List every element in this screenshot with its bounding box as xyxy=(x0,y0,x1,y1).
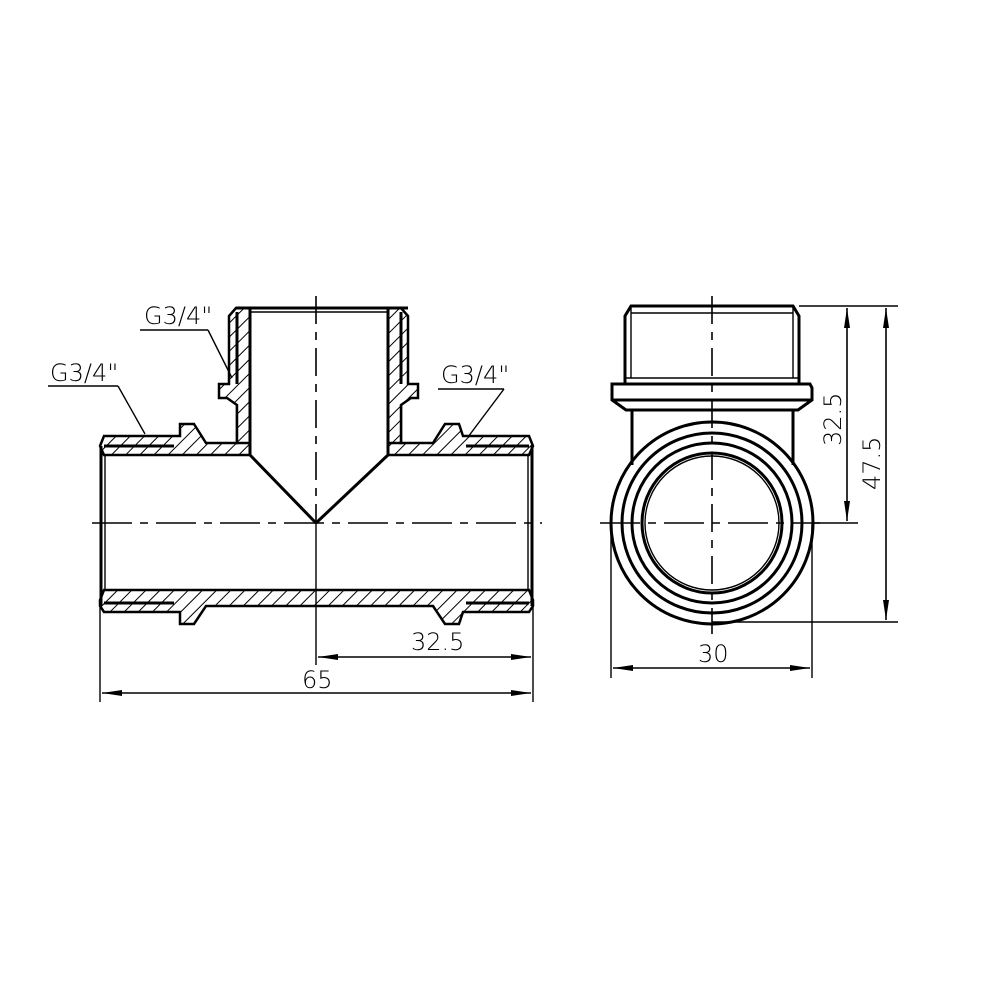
main-pipe-top-wall-right xyxy=(386,306,535,457)
thread-label-right: G3/4" xyxy=(438,361,509,438)
dimension-half-length: 32.5 xyxy=(318,606,534,702)
thread-label-top-text: G3/4" xyxy=(144,302,212,330)
drill-cone-right xyxy=(314,453,390,525)
thread-label-right-text: G3/4" xyxy=(441,361,509,389)
thread-label-left: G3/4" xyxy=(48,359,146,435)
dimension-half-length-value: 32.5 xyxy=(411,628,464,656)
main-pipe-top-wall-left xyxy=(98,306,252,457)
thread-label-top: G3/4" xyxy=(140,302,233,379)
dimension-branch-height-value: 32.5 xyxy=(819,393,847,446)
side-view: 30 32.5 47.5 xyxy=(600,296,898,678)
dimension-total-height-value: 47.5 xyxy=(858,437,886,490)
dimension-width: 30 xyxy=(613,640,810,671)
dimension-total-length: 65 xyxy=(99,606,531,702)
dimension-branch-height: 32.5 xyxy=(819,308,850,521)
thread-label-left-text: G3/4" xyxy=(50,359,118,387)
dimension-total-length-value: 65 xyxy=(302,666,333,694)
branch-wall-right xyxy=(386,306,420,445)
branch-wall-left xyxy=(217,306,252,445)
dimension-width-value: 30 xyxy=(698,640,729,668)
drill-cone-left xyxy=(248,453,318,525)
dimension-total-height: 47.5 xyxy=(858,308,889,620)
front-section-view: G3/4" G3/4" G3/4" 32.5 65 xyxy=(48,296,542,702)
collar-outline xyxy=(610,382,814,412)
